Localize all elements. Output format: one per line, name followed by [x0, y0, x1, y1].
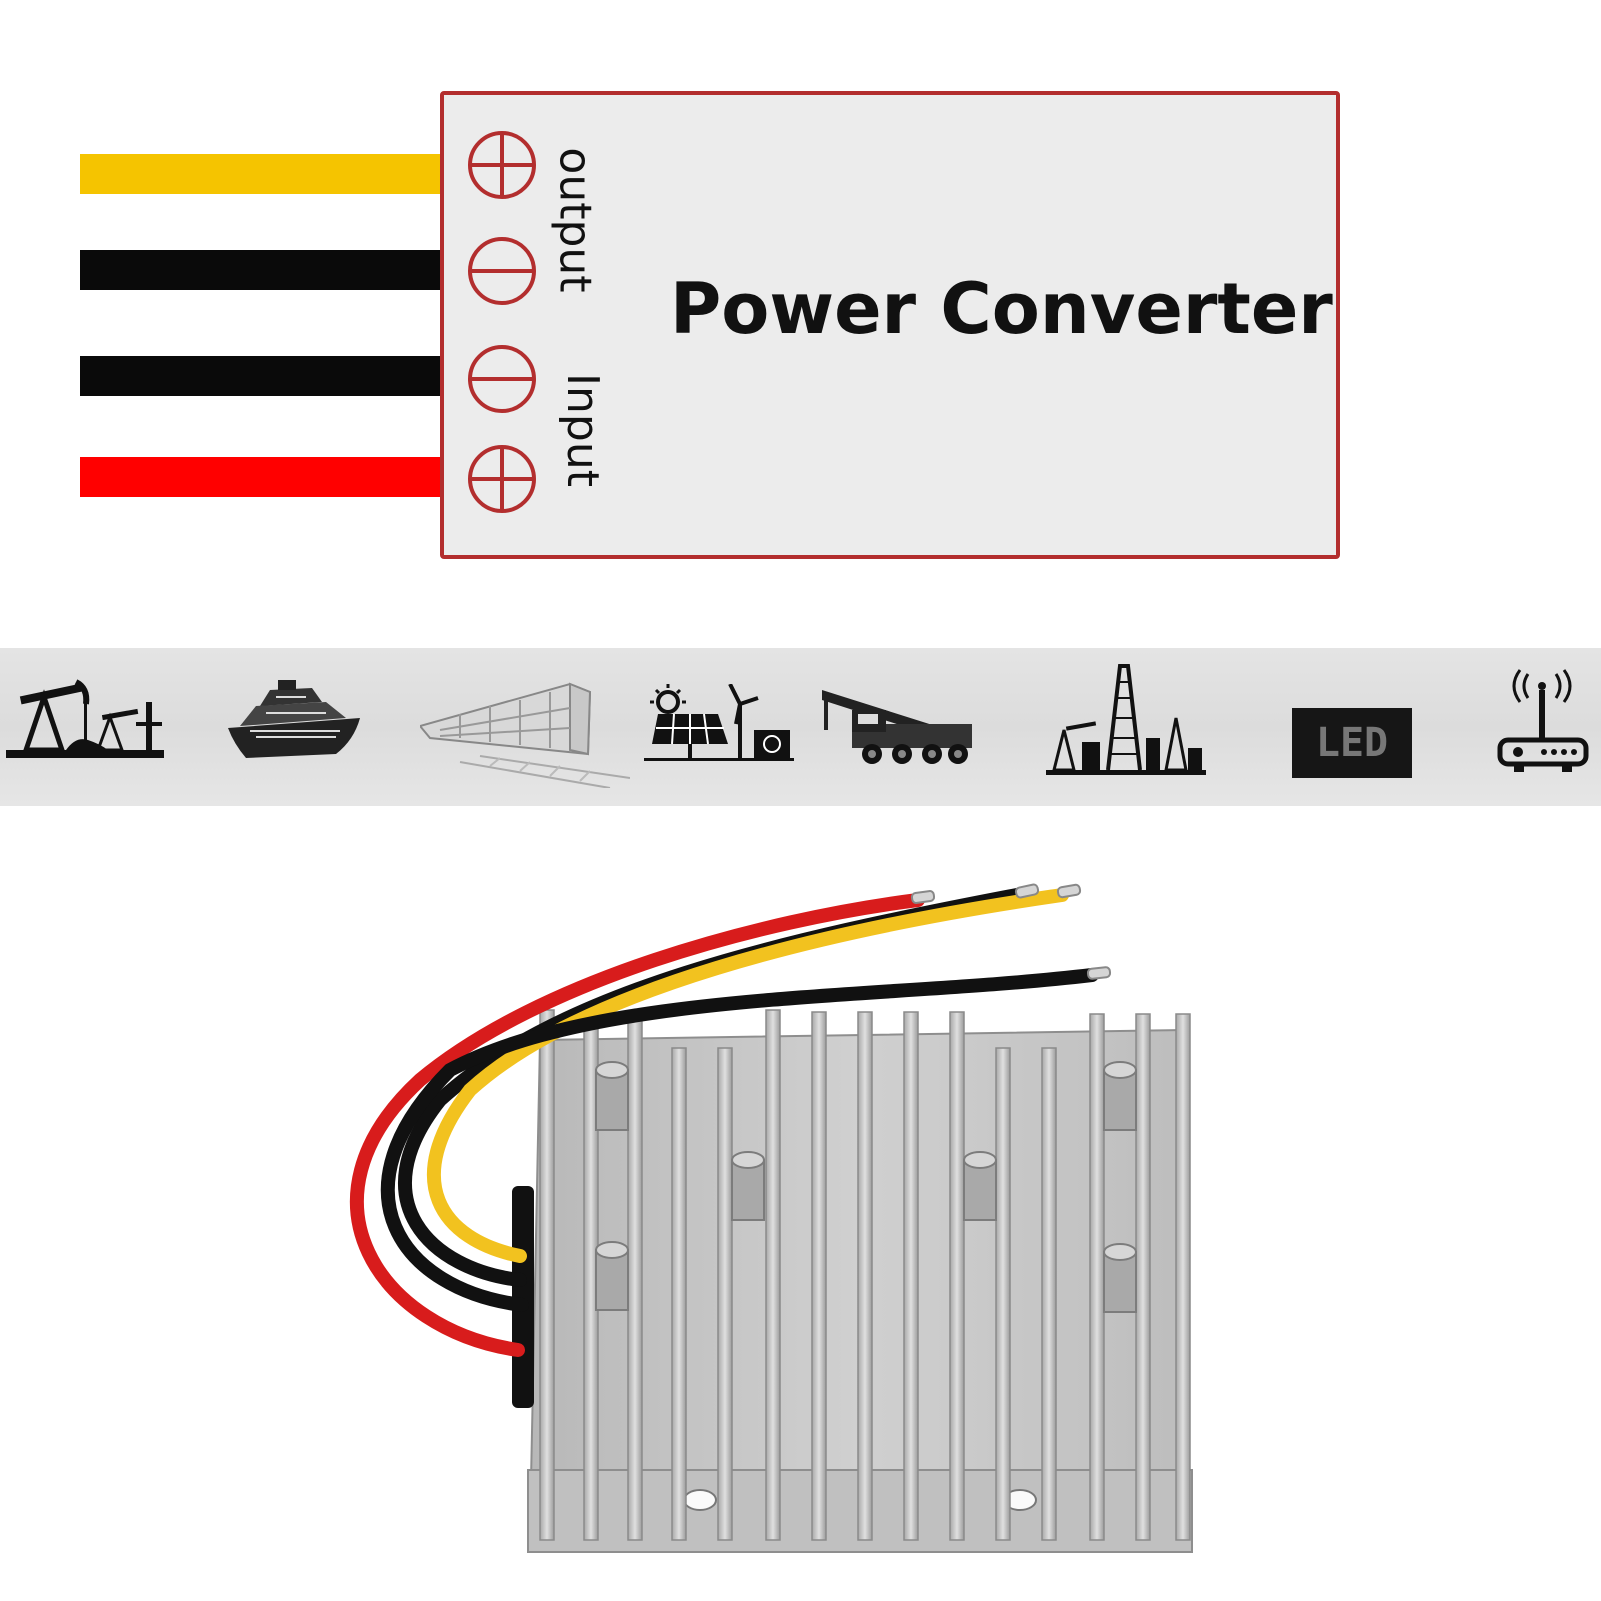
solar-wind-icon — [644, 684, 794, 761]
input-positive-wire — [80, 457, 442, 497]
output-negative-terminal-icon — [468, 237, 536, 305]
ship-icon — [228, 680, 360, 758]
converter-photo — [350, 883, 1193, 1553]
input-positive-terminal-icon — [468, 445, 536, 513]
input-label: Input — [556, 373, 608, 487]
output-positive-terminal-icon — [468, 131, 536, 199]
output-negative-wire — [80, 250, 442, 290]
led-text: LED — [1316, 720, 1388, 766]
train-icon — [420, 682, 630, 788]
input-negative-wire — [80, 356, 442, 396]
oil-pump-icon — [6, 679, 164, 758]
heatsink-fins — [539, 1009, 1191, 1541]
oil-refinery-icon — [1046, 664, 1206, 775]
wifi-router-icon — [1497, 669, 1589, 772]
output-positive-wire — [80, 154, 442, 194]
diagram-title: Power Converter — [670, 268, 1333, 350]
led-icon: LED — [1292, 708, 1412, 778]
power-converter-box — [440, 91, 1340, 559]
crane-truck-icon — [822, 690, 972, 764]
input-negative-terminal-icon — [468, 345, 536, 413]
output-label: output — [549, 147, 601, 293]
